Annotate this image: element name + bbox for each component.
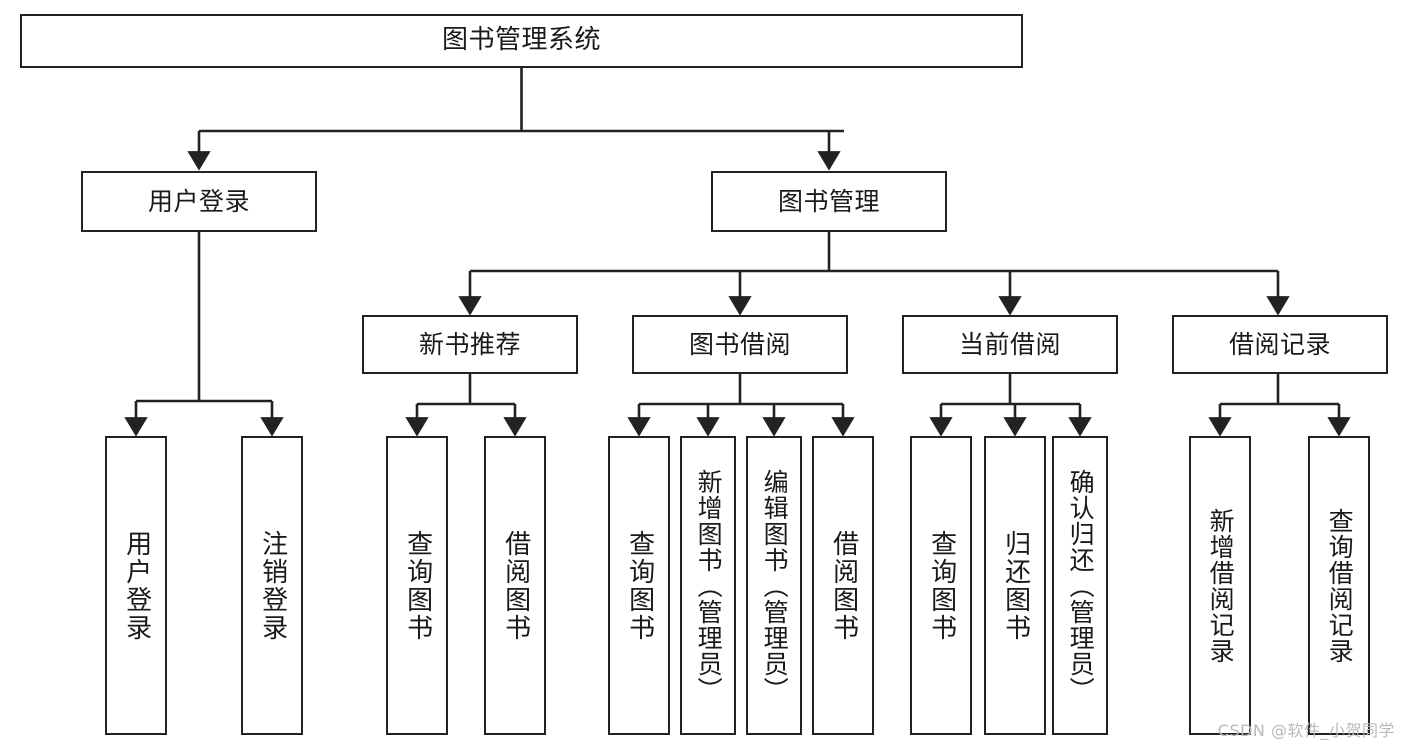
csdn-watermark: CSDN @软件_小贺同学 bbox=[1217, 721, 1395, 740]
node-leaf-add-book-admin-label: 新增图书（管理员） bbox=[694, 468, 724, 703]
node-leaf-edit-book-admin-label: 编辑图书（管理员） bbox=[760, 468, 790, 703]
node-leaf-query-book-borrow-label: 查询图书 bbox=[624, 529, 655, 642]
node-root-system[interactable]: 图书管理系统 bbox=[20, 14, 1023, 68]
node-current-borrow-label: 当前借阅 bbox=[958, 329, 1061, 359]
node-leaf-query-borrow-record-label: 查询借阅记录 bbox=[1325, 507, 1355, 664]
node-leaf-query-borrow-record[interactable]: 查询借阅记录 bbox=[1308, 436, 1370, 735]
node-leaf-borrow-book[interactable]: 借阅图书 bbox=[812, 436, 874, 735]
node-leaf-confirm-return-admin[interactable]: 确认归还（管理员） bbox=[1052, 436, 1108, 735]
node-leaf-user-login-label: 用户登录 bbox=[121, 529, 152, 642]
node-leaf-add-borrow-record-label: 新增借阅记录 bbox=[1206, 507, 1236, 664]
node-leaf-logout[interactable]: 注销登录 bbox=[241, 436, 303, 735]
node-borrow-record[interactable]: 借阅记录 bbox=[1172, 315, 1388, 374]
node-borrow-record-label: 借阅记录 bbox=[1228, 329, 1331, 359]
node-leaf-query-book-current[interactable]: 查询图书 bbox=[910, 436, 972, 735]
node-leaf-edit-book-admin[interactable]: 编辑图书（管理员） bbox=[746, 436, 802, 735]
node-new-book-recommend-label: 新书推荐 bbox=[418, 329, 521, 359]
node-leaf-add-borrow-record[interactable]: 新增借阅记录 bbox=[1189, 436, 1251, 735]
node-leaf-query-book-recommend-label: 查询图书 bbox=[402, 529, 433, 642]
node-book-manage-label: 图书管理 bbox=[777, 186, 880, 216]
node-leaf-add-book-admin[interactable]: 新增图书（管理员） bbox=[680, 436, 736, 735]
node-current-borrow[interactable]: 当前借阅 bbox=[902, 315, 1118, 374]
node-book-borrow[interactable]: 图书借阅 bbox=[632, 315, 848, 374]
node-book-borrow-label: 图书借阅 bbox=[688, 329, 791, 359]
node-user-login-label: 用户登录 bbox=[147, 186, 250, 216]
node-leaf-return-book[interactable]: 归还图书 bbox=[984, 436, 1046, 735]
node-leaf-borrow-book-recommend-label: 借阅图书 bbox=[500, 529, 531, 642]
node-leaf-return-book-label: 归还图书 bbox=[1000, 529, 1031, 642]
node-leaf-borrow-book-recommend[interactable]: 借阅图书 bbox=[484, 436, 546, 735]
node-leaf-confirm-return-admin-label: 确认归还（管理员） bbox=[1066, 468, 1096, 703]
node-root-label: 图书管理系统 bbox=[441, 25, 601, 56]
node-leaf-user-login[interactable]: 用户登录 bbox=[105, 436, 167, 735]
node-leaf-borrow-book-label: 借阅图书 bbox=[828, 529, 859, 642]
node-new-book-recommend[interactable]: 新书推荐 bbox=[362, 315, 578, 374]
node-user-login[interactable]: 用户登录 bbox=[81, 171, 317, 232]
node-leaf-query-book-current-label: 查询图书 bbox=[926, 529, 957, 642]
node-leaf-logout-label: 注销登录 bbox=[257, 529, 288, 642]
node-leaf-query-book-borrow[interactable]: 查询图书 bbox=[608, 436, 670, 735]
node-book-manage[interactable]: 图书管理 bbox=[711, 171, 947, 232]
node-leaf-query-book-recommend[interactable]: 查询图书 bbox=[386, 436, 448, 735]
